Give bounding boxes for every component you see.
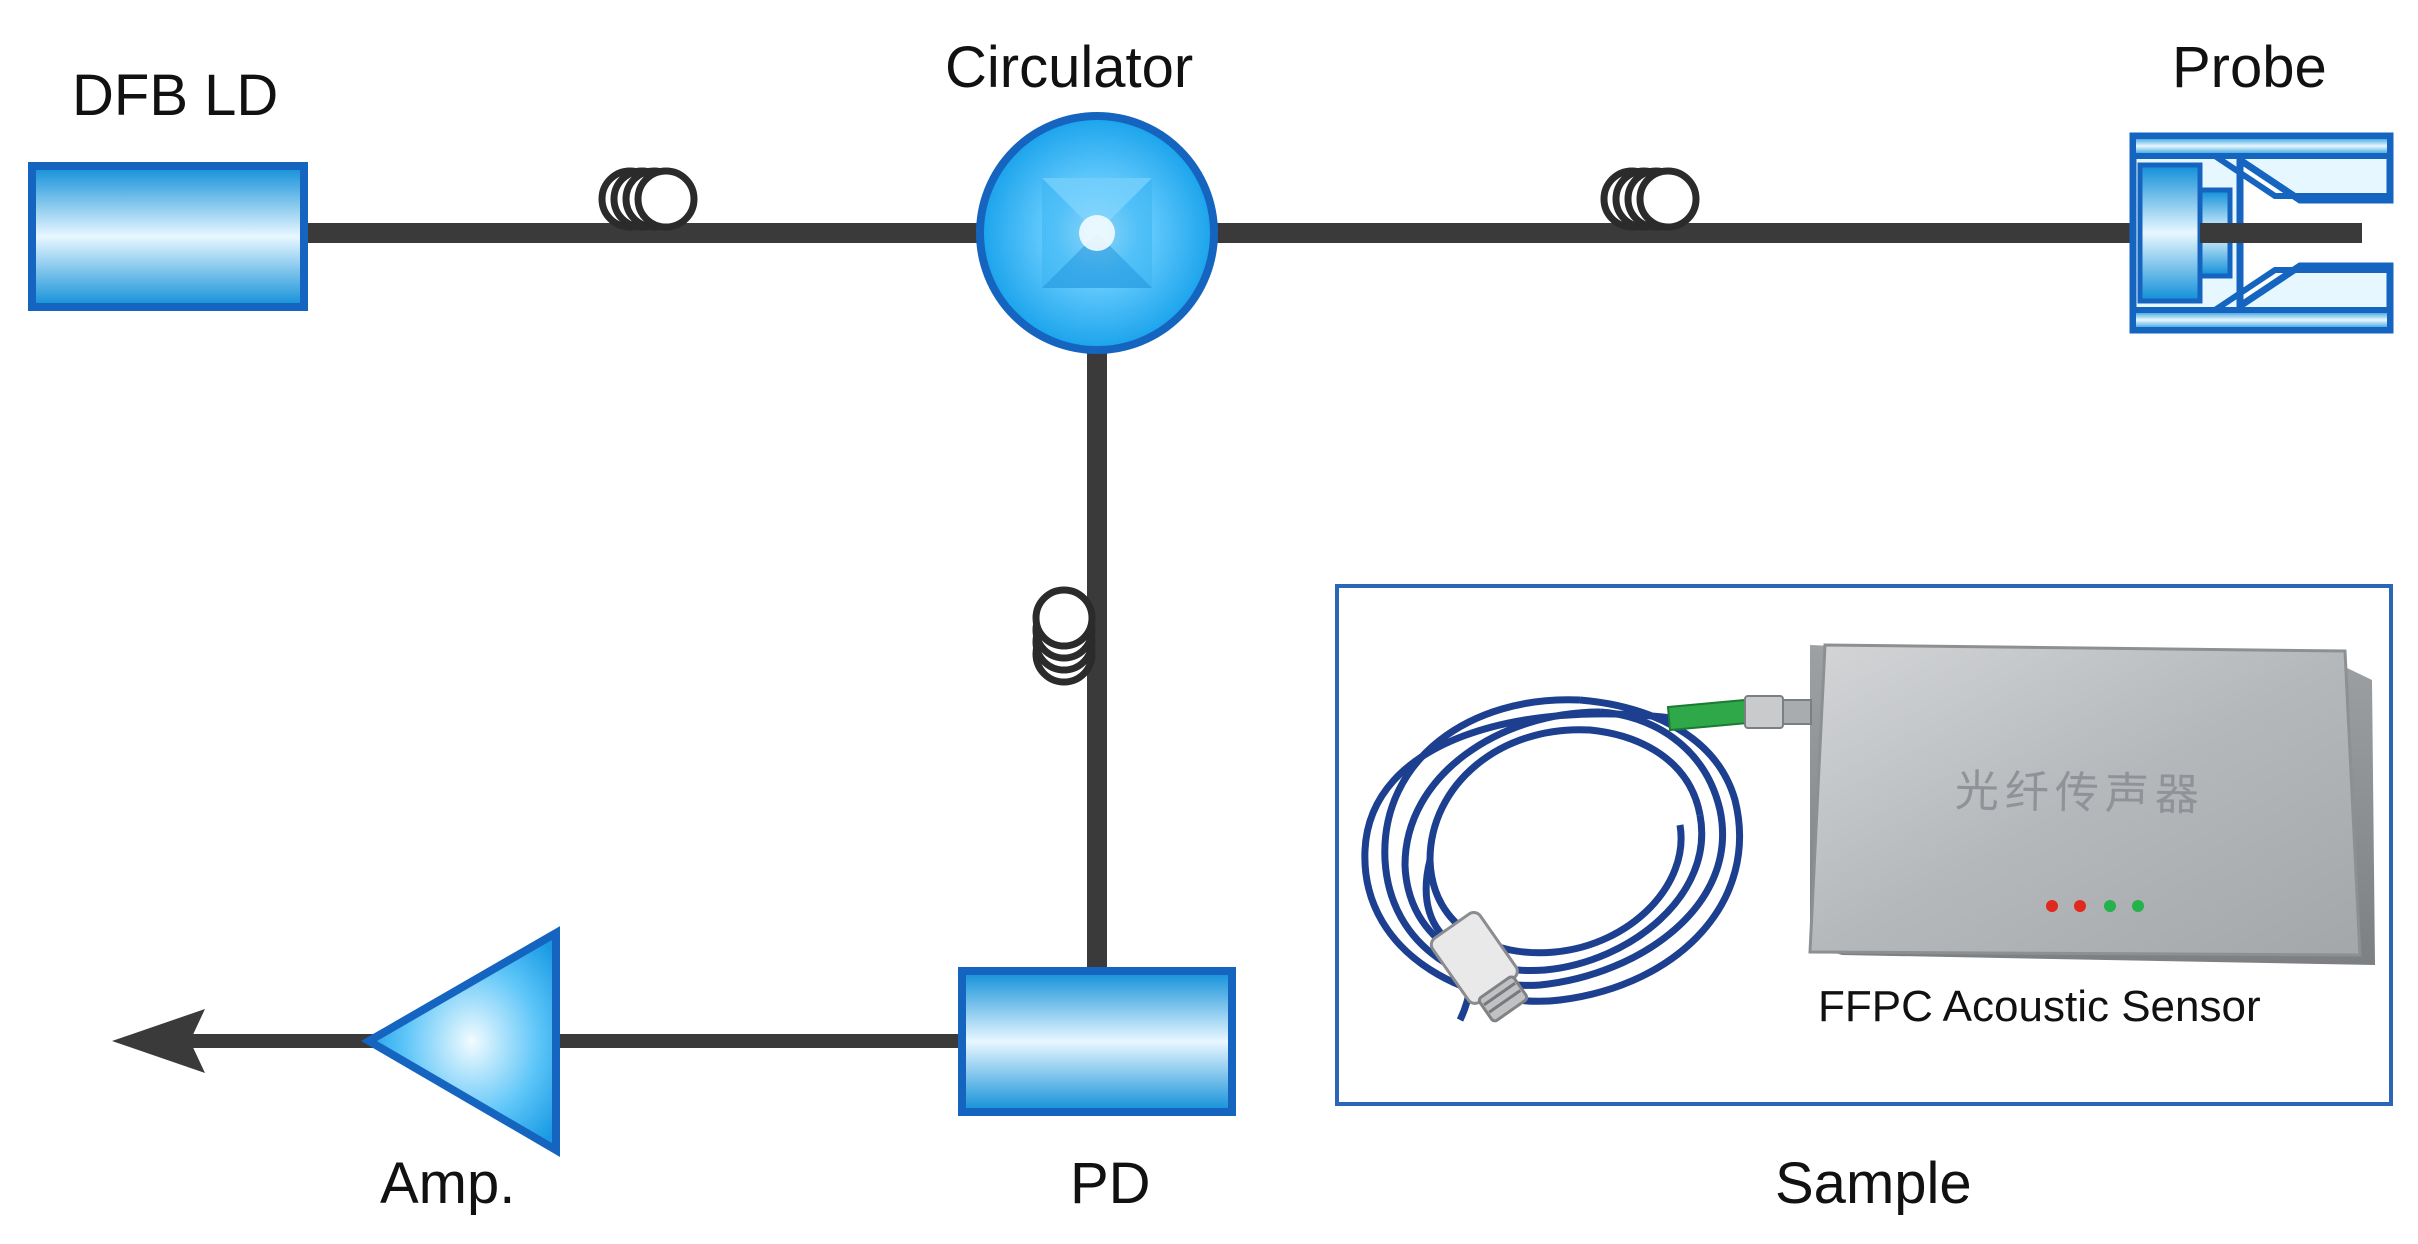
status-led-icon xyxy=(2046,900,2058,912)
dfb-ld-block xyxy=(28,162,308,311)
status-led-icon xyxy=(2074,900,2086,912)
fiber-coil-icon xyxy=(1032,586,1096,686)
sensor-caption: FFPC Acoustic Sensor xyxy=(1818,982,2261,1031)
circulator-label: Circulator xyxy=(945,35,1194,100)
fiber-coil-icon xyxy=(598,167,698,231)
probe-icon xyxy=(2129,132,2394,334)
ffpc-sensor-photo xyxy=(1361,643,2375,1023)
circulator-icon xyxy=(976,112,1218,354)
sensor-chinese-label: 光纤传声器 xyxy=(1954,765,2206,822)
amp-label: Amp. xyxy=(380,1151,516,1216)
pd-block xyxy=(958,967,1236,1116)
pd-label: PD xyxy=(1070,1151,1151,1216)
output-arrow-icon xyxy=(112,1009,205,1073)
probe-label: Probe xyxy=(2172,35,2327,100)
fiber-coil-icon xyxy=(1600,167,1700,231)
sample-label: Sample xyxy=(1775,1151,1972,1216)
status-led-icon xyxy=(2104,900,2116,912)
dfb-ld-label: DFB LD xyxy=(72,63,279,128)
status-led-icon xyxy=(2132,900,2144,912)
amplifier-icon xyxy=(361,926,560,1157)
